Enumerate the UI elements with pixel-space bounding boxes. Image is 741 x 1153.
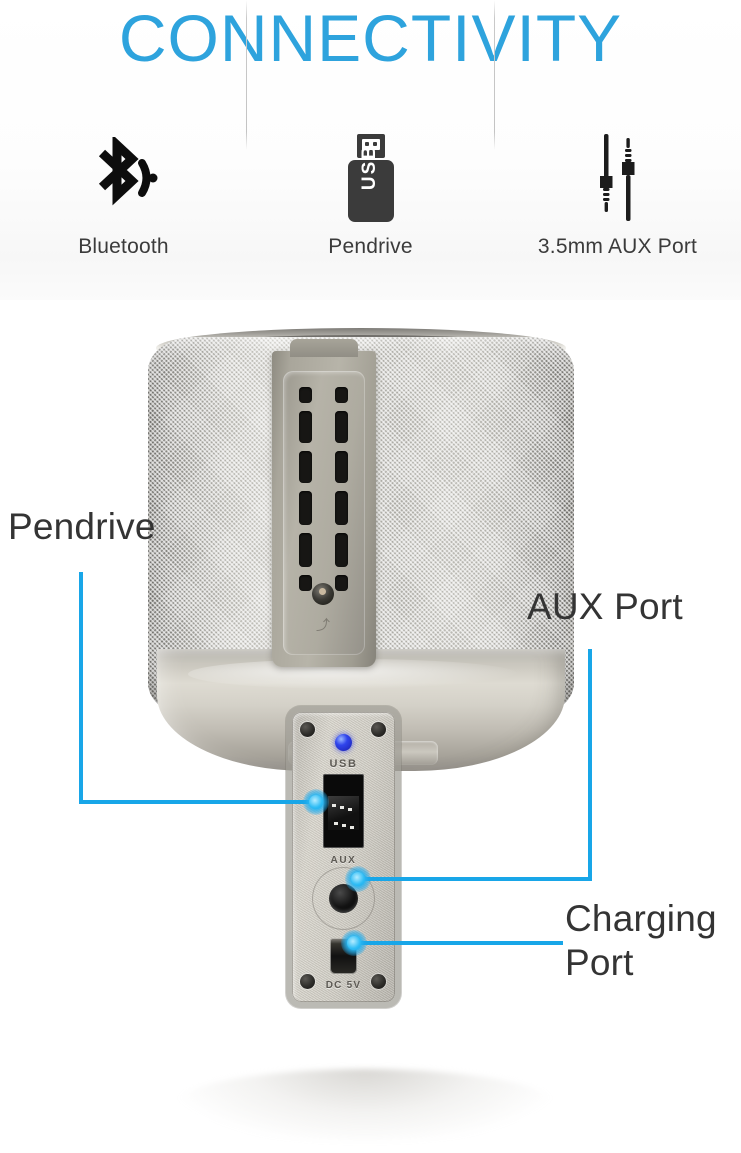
callout-label-pendrive: Pendrive bbox=[8, 506, 156, 547]
callout-label-aux-port: AUX Port bbox=[527, 586, 683, 627]
aux-jack-icon bbox=[587, 130, 649, 225]
feature-pendrive: USB Pendrive bbox=[247, 130, 494, 285]
usb-pin bbox=[334, 822, 338, 825]
speaker-port-panel: USB AUX DC 5V bbox=[292, 712, 395, 1002]
callout-leader-pendrive-horizontal bbox=[79, 800, 316, 804]
flap-screw-center bbox=[319, 588, 326, 595]
callout-marker-aux-port bbox=[345, 866, 371, 892]
usb-pin bbox=[340, 806, 344, 809]
flap-vent-slot bbox=[335, 411, 348, 443]
usb-pin bbox=[348, 808, 352, 811]
pendrive-contact-dot bbox=[372, 141, 377, 146]
aux-port-label: AUX bbox=[330, 855, 357, 866]
panel-screw bbox=[371, 722, 386, 737]
flap-vent-slot bbox=[335, 451, 348, 483]
feature-bluetooth: Bluetooth bbox=[0, 130, 247, 285]
pendrive-connector-face bbox=[361, 138, 380, 150]
callout-leader-aux-horizontal bbox=[358, 877, 592, 881]
pendrive-usb-text: USB bbox=[358, 143, 380, 190]
flap-vent-slot bbox=[299, 575, 312, 591]
usb-pin bbox=[332, 804, 336, 807]
callout-marker-charging-port bbox=[341, 930, 367, 956]
usb-a-port[interactable] bbox=[323, 774, 364, 848]
flap-pull-tab bbox=[290, 339, 358, 357]
pendrive-body bbox=[347, 159, 394, 222]
flap-vent-slot bbox=[299, 451, 312, 483]
flap-vent-slot bbox=[335, 491, 348, 525]
connectivity-header-band: CONNECTIVITY Bluetooth bbox=[0, 0, 741, 300]
callout-leader-charging-horizontal bbox=[354, 941, 563, 945]
panel-screw bbox=[371, 974, 386, 989]
pendrive-icon: USB bbox=[347, 130, 394, 225]
flap-inner-face bbox=[283, 371, 365, 655]
usb-port-label: USB bbox=[329, 758, 358, 770]
flap-arrow-icon: ⤴ bbox=[316, 617, 330, 633]
feature-row: Bluetooth USB Pendrive bbox=[0, 130, 741, 285]
pendrive-icon-shape: USB bbox=[347, 133, 394, 222]
feature-label-aux: 3.5mm AUX Port bbox=[537, 235, 698, 258]
flap-vent-slot bbox=[335, 387, 348, 403]
callout-leader-pendrive-vertical bbox=[79, 572, 83, 804]
floor-reflection bbox=[175, 1069, 555, 1141]
flap-vent-slot bbox=[299, 533, 312, 567]
flap-vent-slot bbox=[299, 387, 312, 403]
status-led-indicator bbox=[335, 734, 352, 751]
flap-vent-slot bbox=[299, 491, 312, 525]
feature-label-pendrive: Pendrive bbox=[328, 235, 413, 258]
feature-label-bluetooth: Bluetooth bbox=[78, 235, 169, 258]
callout-label-charging-port: Charging Port bbox=[565, 898, 717, 983]
usb-pin bbox=[342, 824, 346, 827]
panel-screw bbox=[300, 974, 315, 989]
callout-leader-aux-vertical bbox=[588, 649, 592, 881]
flap-vent-slot bbox=[335, 575, 348, 591]
panel-screw bbox=[300, 722, 315, 737]
page-title: CONNECTIVITY bbox=[118, 1, 623, 75]
flap-vent-slot bbox=[335, 533, 348, 567]
feature-divider bbox=[494, 0, 495, 150]
feature-aux: 3.5mm AUX Port bbox=[494, 130, 741, 285]
rubber-port-cover-flap[interactable]: ⤴ bbox=[272, 339, 376, 667]
feature-divider bbox=[246, 0, 247, 150]
callout-marker-pendrive bbox=[303, 789, 329, 815]
power-rating-label: DC 5V bbox=[325, 980, 362, 991]
flap-vent-slot bbox=[299, 411, 312, 443]
bluetooth-icon bbox=[85, 130, 163, 225]
usb-pin bbox=[350, 826, 354, 829]
pendrive-contact-dot bbox=[364, 141, 369, 146]
